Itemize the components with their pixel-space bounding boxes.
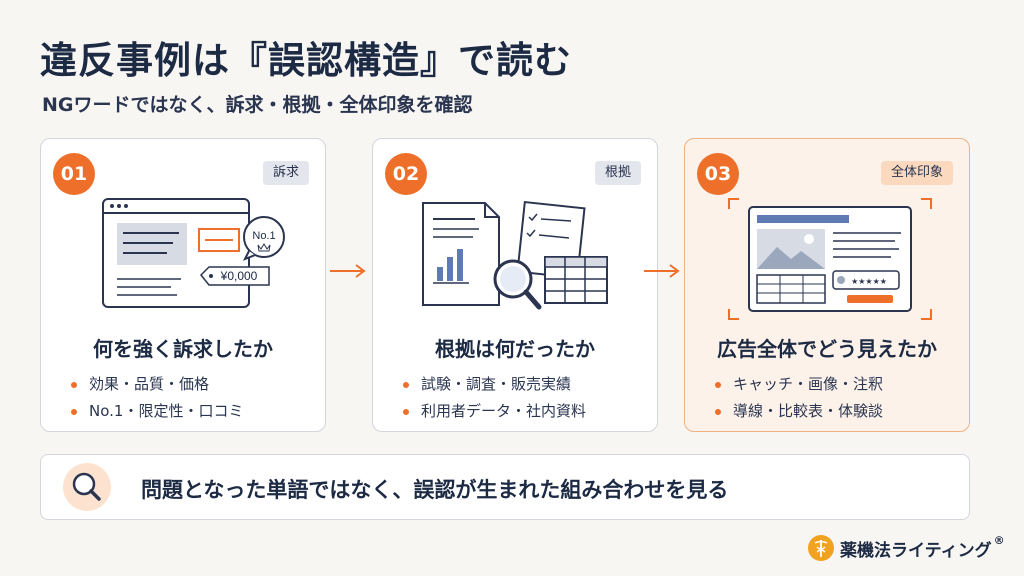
search-icon: [63, 463, 111, 511]
bullet-item: No.1・限定性・口コミ: [71, 398, 243, 425]
step-heading: 根拠は何だったか: [435, 337, 595, 361]
step-tag: 根拠: [594, 161, 641, 185]
page-title: 違反事例は『誤認構造』で読む: [40, 39, 572, 82]
bullet-item: 導線・比較表・体験談: [715, 398, 883, 425]
step-number: 02: [385, 153, 427, 195]
step-card-appeal: 01 訴求 No.1 ¥0,000 何を強く訴求したか 効果・品質・価格 No.…: [40, 138, 326, 432]
step-tag: 全体印象: [880, 161, 953, 185]
svg-text:★★★★★: ★★★★★: [851, 277, 887, 286]
step-bullets: 効果・品質・価格 No.1・限定性・口コミ: [71, 371, 243, 425]
brand-logo-group: 薬機法ライティング ®: [808, 534, 1005, 562]
documents-chart-illustration: [422, 200, 608, 310]
page-subtitle: NGワードではなく、訴求・根拠・全体印象を確認: [42, 94, 473, 116]
key-message-bar: 問題となった単語ではなく、誤認が生まれた組み合わせを見る: [40, 454, 970, 520]
ad-browser-illustration: No.1 ¥0,000: [102, 198, 285, 308]
step-number: 01: [53, 153, 95, 195]
no1-badge: No.1: [252, 230, 275, 242]
step-heading: 何を強く訴求したか: [93, 337, 273, 361]
bullet-item: 試験・調査・販売実績: [403, 371, 586, 398]
step-number: 03: [697, 153, 739, 195]
bullet-item: 効果・品質・価格: [71, 371, 243, 398]
arrow-right-icon: [330, 264, 366, 278]
step-card-overall-impression: 03 全体印象 ★★★★★ 広告全体でどう見えたか キャッチ・画像・注釈 導線・…: [684, 138, 970, 432]
caduceus-icon: [808, 535, 834, 561]
step-bullets: キャッチ・画像・注釈 導線・比較表・体験談: [715, 371, 883, 425]
brand-name: 薬機法ライティング: [840, 540, 992, 561]
bullet-item: キャッチ・画像・注釈: [715, 371, 883, 398]
key-message-text: 問題となった単語ではなく、誤認が生まれた組み合わせを見る: [141, 478, 729, 502]
arrow-right-icon: [644, 264, 680, 278]
step-heading: 広告全体でどう見えたか: [717, 337, 937, 361]
step-card-evidence: 02 根拠 根拠は何だったか 試験・調査・販売実績 利用者データ・社内資料: [372, 138, 658, 432]
bullet-item: 利用者データ・社内資料: [403, 398, 586, 425]
step-tag: 訴求: [262, 161, 309, 185]
step-bullets: 試験・調査・販売実績 利用者データ・社内資料: [403, 371, 586, 425]
registered-mark: ®: [993, 533, 1005, 547]
ad-layout-illustration: ★★★★★: [728, 198, 932, 320]
price-tag: ¥0,000: [220, 269, 258, 283]
